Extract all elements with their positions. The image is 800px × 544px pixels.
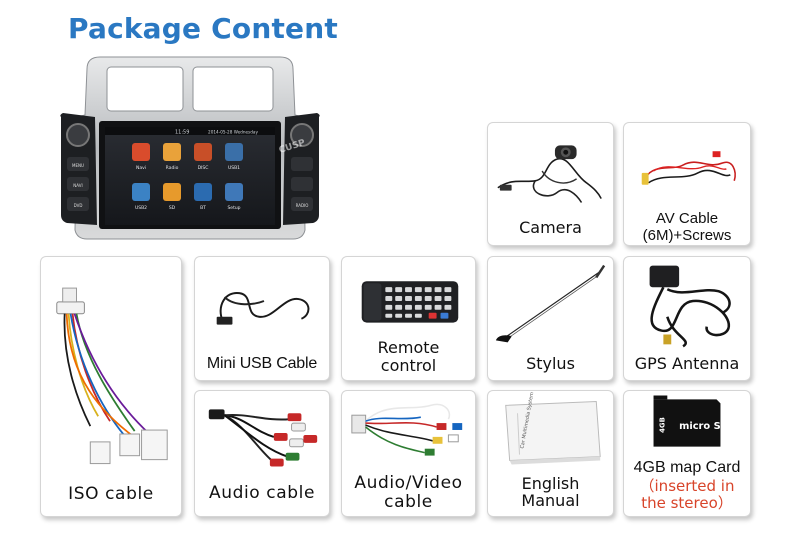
mini-usb-cable-image (216, 292, 310, 325)
item-gps-antenna: GPS Antenna (623, 256, 751, 381)
stereo-left-button-1: MENU (72, 163, 84, 168)
item-map-card: 4GB micro SD 4GB map Card （inserted in t… (623, 390, 751, 517)
car-stereo-image: MENU NAVI DVD RADIO 11:59 2014-05-28 Wed… (55, 55, 325, 245)
map-card-label-1: 4GB map Card (633, 459, 741, 476)
stylus-label: Stylus (526, 354, 575, 373)
stereo-app-label: DISC (198, 165, 209, 171)
remote-control-label-1: Remote (377, 338, 440, 357)
item-audio-cable: Audio cable (194, 390, 330, 517)
micro-sd-card-image: 4GB micro SD (653, 395, 729, 447)
stereo-app-label: SD (169, 205, 176, 211)
audio-video-cable-image (351, 403, 463, 456)
iso-cable-label: ISO cable (68, 484, 154, 504)
camera-image (497, 145, 602, 203)
stereo-app-label: USB2 (135, 205, 147, 211)
stereo-right-button-3: RADIO (296, 203, 309, 208)
stereo-app-label: Radio (166, 165, 179, 171)
item-camera: Camera (487, 122, 614, 246)
av-cable-label-2: (6M)+Screws (642, 227, 732, 244)
audio-cable-label: Audio cable (208, 483, 316, 503)
stylus-image (495, 264, 606, 343)
audio-video-cable-label-1: Audio/Video (354, 473, 463, 493)
stereo-app-label: Navi (136, 165, 146, 171)
remote-control-image (361, 281, 459, 323)
manual-label-2: Manual (521, 491, 580, 510)
stereo-status-time: 11:59 (175, 130, 189, 136)
item-english-manual: Car Multimedia System English Manual (487, 390, 614, 517)
map-card-note-2: the stereo） (641, 494, 733, 512)
page-title: Package Content (68, 12, 338, 45)
stereo-app-label: USB1 (228, 165, 240, 171)
item-mini-usb-cable: Mini USB Cable (194, 256, 330, 381)
audio-video-cable-label-2: cable (384, 492, 433, 512)
gps-antenna-image (649, 265, 731, 348)
item-remote-control: Remote control (341, 256, 476, 381)
item-stylus: Stylus (487, 256, 614, 381)
manual-image: Car Multimedia System (505, 392, 601, 465)
stereo-left-button-2: NAVI (73, 183, 82, 188)
map-card-note-1: （inserted in (639, 477, 735, 495)
item-iso-cable: ISO cable (40, 256, 182, 517)
sd-capacity-text: 4GB (658, 417, 666, 433)
av-cable-label-1: AV Cable (655, 210, 719, 227)
stereo-app-label: Setup (227, 205, 240, 211)
gps-antenna-label: GPS Antenna (634, 354, 740, 373)
av-cable-image (641, 151, 736, 185)
mini-usb-cable-label: Mini USB Cable (206, 355, 318, 372)
camera-label: Camera (519, 218, 582, 237)
stereo-status-date: 2014-05-28 Wednesday (208, 130, 258, 135)
stereo-app-label: BT (200, 205, 206, 211)
item-av-cable: AV Cable (6M)+Screws (623, 122, 751, 246)
iso-cable-image (56, 287, 168, 465)
sd-logo-text: micro SD (679, 421, 729, 432)
manual-label-1: English (521, 474, 580, 493)
stereo-left-button-3: DVD (74, 203, 83, 208)
audio-cable-image (208, 409, 318, 467)
remote-control-label-2: control (380, 356, 437, 375)
item-audio-video-cable: Audio/Video cable (341, 390, 476, 517)
